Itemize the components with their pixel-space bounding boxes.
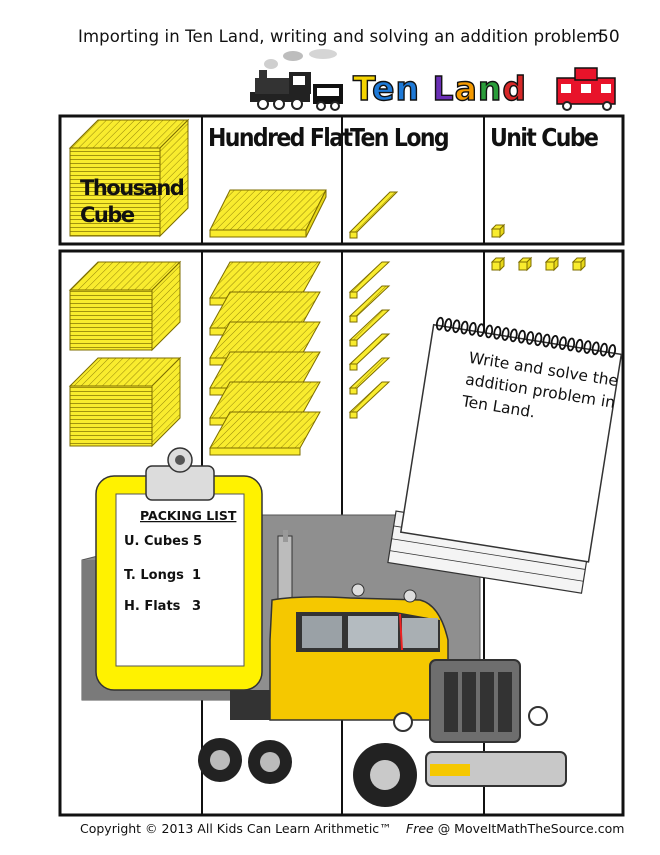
- ten-land-logo-text: Ten Land: [352, 68, 527, 108]
- spiral-ring-icon: [534, 332, 543, 347]
- page-title: Importing in Ten Land, writing and solvi…: [78, 27, 603, 46]
- ten-long-icon: [348, 357, 391, 395]
- spiral-ring-icon: [452, 319, 461, 334]
- thousand-cube-label-2: Cube: [80, 203, 135, 227]
- spiral-ring-icon: [526, 331, 535, 345]
- spiral-ring-icon: [550, 335, 559, 349]
- footer-copyright: Copyright © 2013 All Kids Can Learn Arit…: [80, 821, 392, 836]
- locomotive-icon: [250, 70, 343, 111]
- spiral-ring-icon: [542, 333, 551, 348]
- column-header-hundred-flat: Hundred Flat: [208, 124, 353, 153]
- spiral-ring-icon: [435, 316, 444, 331]
- packing-item-label: H. Flats: [124, 599, 181, 614]
- footer-url: @ MoveItMathTheSource.com: [437, 821, 625, 836]
- packing-item-value: 1: [192, 568, 201, 583]
- spiral-ring-icon: [493, 325, 502, 340]
- caboose-icon: [556, 67, 616, 111]
- packing-item-value: 3: [192, 599, 201, 614]
- thousand-cube-icon: [68, 356, 182, 448]
- ten-longs: [348, 261, 391, 419]
- footer-site: Free @ MoveItMathTheSource.com: [406, 821, 624, 836]
- ten-long-icon: [348, 381, 391, 419]
- ten-land-logo: Ten Land: [250, 49, 616, 111]
- hundred-flat-icon: [209, 411, 321, 456]
- ten-long-icon: [348, 261, 391, 299]
- spiral-ring-icon: [468, 322, 477, 336]
- ten-long-icon: [348, 309, 391, 347]
- packing-list-title: PACKING LIST: [140, 508, 237, 523]
- spiral-ring-icon: [476, 323, 485, 338]
- footer-free: Free: [406, 821, 434, 836]
- truck-icon: [198, 530, 567, 807]
- unit-cubes: [490, 256, 587, 272]
- spiral-ring-icon: [567, 337, 576, 352]
- spiral-ring-icon: [583, 340, 592, 354]
- unit-cube-icon: [517, 256, 533, 272]
- thousand-cube-label-1: Thousand: [80, 176, 184, 200]
- spiral-ring-icon: [485, 324, 494, 339]
- unit-cube-icon: [490, 223, 506, 239]
- thousand-cubes: [68, 260, 182, 448]
- ten-long-icon: [348, 191, 399, 239]
- spiral-ring-icon: [517, 329, 526, 344]
- spiral-ring-icon: [509, 328, 518, 343]
- spiral-ring-icon: [444, 318, 453, 332]
- spiral-ring-icon: [608, 344, 617, 358]
- column-header-unit-cube: Unit Cube: [490, 124, 599, 153]
- spiral-ring-icon: [460, 320, 469, 335]
- packing-item-label: T. Longs: [124, 568, 184, 583]
- notepad-icon: [387, 316, 623, 594]
- column-header-ten-long: Ten Long: [350, 124, 450, 153]
- unit-cube-icon: [571, 256, 587, 272]
- packing-list-clipboard: [95, 447, 263, 691]
- spiral-ring-icon: [599, 342, 608, 357]
- spiral-ring-icon: [558, 336, 567, 350]
- spiral-ring-icon: [591, 341, 600, 356]
- page-number: 50: [598, 27, 620, 47]
- hundred-flats: [209, 261, 321, 456]
- spiral-ring-icon: [575, 338, 584, 353]
- hundred-flat-icon: [209, 189, 327, 238]
- packing-item-label: U. Cubes: [124, 534, 189, 549]
- thousand-cube-icon: [68, 118, 190, 238]
- spiral-ring-icon: [501, 327, 510, 341]
- thousand-cube-icon: [68, 260, 182, 352]
- ten-long-icon: [348, 285, 391, 323]
- logo-text: Ten Land: [353, 69, 527, 108]
- ten-long-icon: [348, 333, 391, 371]
- unit-cube-icon: [490, 256, 506, 272]
- unit-cube-icon: [544, 256, 560, 272]
- packing-item-value: 5: [193, 534, 202, 549]
